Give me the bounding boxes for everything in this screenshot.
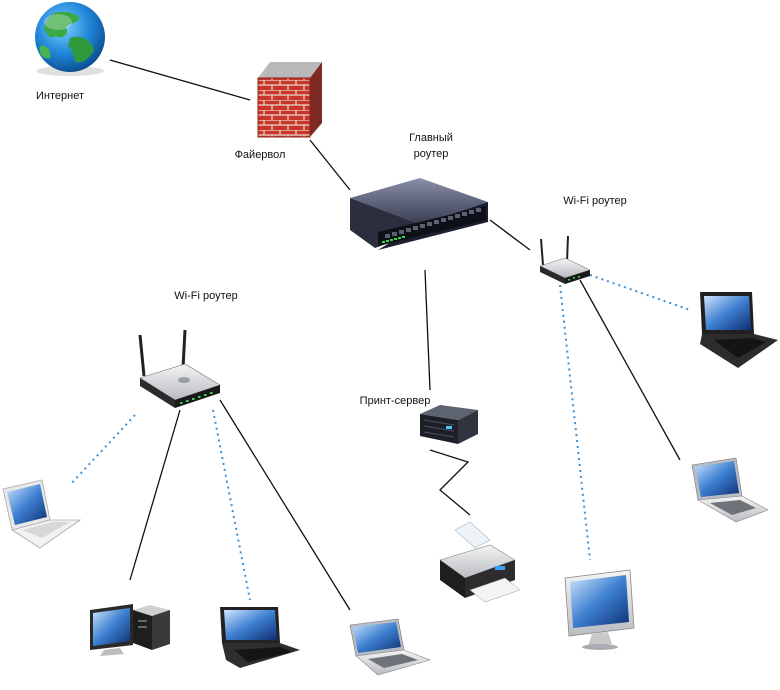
link-internet-firewall [109,59,251,101]
laptop-icon [2,479,82,549]
link-wifi-right-laptop-right-silver [579,279,681,461]
laptop-icon [349,618,431,676]
laptop-icon [691,457,769,523]
node-wifi-router-left[interactable]: Wi-Fi роутер [138,290,238,408]
node-laptop-right-black[interactable] [700,292,778,368]
wifi-router-icon [138,329,221,408]
globe-icon [35,2,105,76]
label-wifi-router-right: Wi-Fi роутер [563,195,626,207]
link-firewall-main-router [309,139,351,191]
laptop-icon [700,292,778,368]
links [69,59,691,611]
server-icon [420,405,478,444]
link-print-server-printer [429,449,471,516]
node-laptop-right-silver[interactable] [691,457,769,523]
node-laptop-left-white[interactable] [2,479,82,549]
wireless-wifi-left-laptop-bottom-black [212,409,251,601]
desktop-pc-icon [90,604,170,656]
node-print-server[interactable]: Принт-сервер [360,395,478,444]
link-wifi-left-laptop-bottom-silver [219,399,351,611]
firewall-icon [257,62,322,138]
node-printer[interactable] [439,521,521,603]
label-print-server: Принт-сервер [360,395,431,407]
node-laptop-bottom-silver[interactable] [349,618,431,676]
label-internet: Интернет [36,90,84,102]
node-laptop-bottom-black[interactable] [220,607,300,668]
label-firewall: Файервол [235,149,286,161]
printer-icon [439,521,521,603]
label-wifi-router-left: Wi-Fi роутер [174,290,237,302]
node-monitor[interactable] [564,569,635,650]
monitor-icon [564,569,635,650]
node-wifi-router-right[interactable]: Wi-Fi роутер [539,195,627,284]
network-switch-icon [350,178,488,250]
label-main-router-line2: роутер [414,148,449,160]
wifi-router-icon [539,235,591,284]
node-desktop-pc[interactable] [90,604,170,656]
node-firewall[interactable]: Файервол [235,62,322,161]
link-wifi-left-desktop-pc [129,409,181,581]
link-main-router-wifi-right [489,219,531,251]
wireless-wifi-right-monitor [559,284,591,561]
wireless-wifi-right-laptop-right-black [589,274,691,311]
node-main-router[interactable]: Главный роутер [350,132,488,250]
wireless-wifi-left-laptop-left-white [69,414,136,486]
link-main-router-print-server [424,269,431,391]
laptop-icon [220,607,300,668]
node-internet[interactable]: Интернет [35,2,105,102]
label-main-router-line1: Главный [409,132,453,144]
